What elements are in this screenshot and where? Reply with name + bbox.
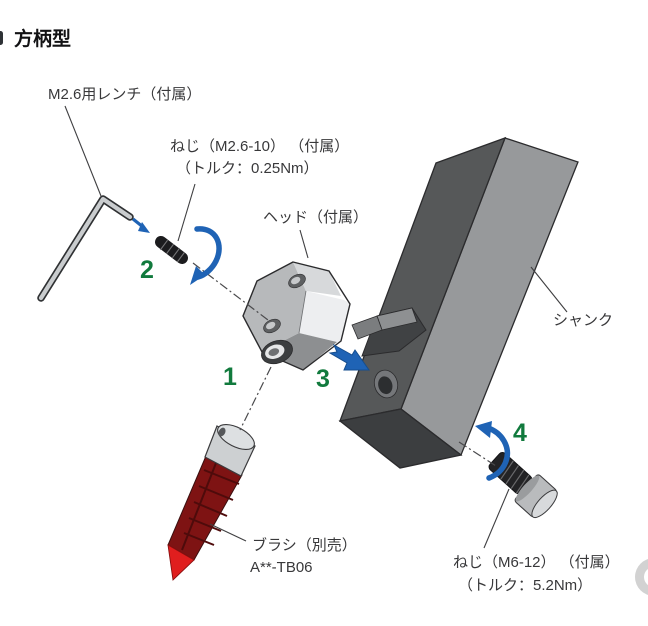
shank-notch [351,307,427,357]
leader-brush [209,523,247,542]
assembly-centerlines [192,262,497,467]
brush-texture [181,462,240,551]
leader-screw-large [483,488,510,549]
step-3-number: 3 [316,365,330,393]
step-1-number: 1 [223,363,237,391]
leader-lines [64,105,568,549]
label-screw-large-name: ねじ（M6-12） （付属） [453,554,620,571]
label-screw-large-torque: （トルク：5.2Nm） [458,577,593,594]
head-bottom-hole [261,339,293,365]
shank-screw-hole [373,369,399,399]
head-body [242,261,351,371]
step-2-number: 2 [140,256,154,284]
label-head: ヘッド（付属） [263,209,369,226]
head-side-hole-upper [288,273,306,289]
step-4-number: 4 [513,419,527,447]
rotation-arrow-step2-icon [190,226,222,285]
leader-shank [530,266,568,313]
rotation-arrow-step4-icon [475,421,511,481]
set-screw-threads [159,239,186,263]
leader-screw-small [177,183,196,242]
leader-wrench [64,105,102,197]
centerline-head-to-brush [239,366,272,431]
insert-arrow-step3-icon [328,343,370,371]
brush-body [167,424,256,581]
label-wrench: M2.6用レンチ（付属） [48,86,202,103]
page-edge-artifact-right [635,558,648,596]
shank-body [338,136,579,469]
label-screw-small-name: ねじ（M2.6-10） （付属） [170,138,350,155]
label-brush-name: ブラシ（別売） [252,537,357,554]
page-title: 方柄型 [14,29,72,50]
label-shank: シャンク [553,312,614,329]
head-side-hole-lower [263,318,281,334]
wrench-direction-arrow-icon [132,217,150,233]
page-edge-artifact-left [0,31,3,45]
hex-wrench [37,195,134,302]
label-brush-model: A**-TB06 [250,559,313,576]
label-screw-small-torque: （トルク：0.25Nm） [176,160,319,177]
centerline-screw2-to-head [192,262,269,321]
cap-screw-m6 [488,451,558,519]
set-screw-m26 [155,236,188,264]
centerline-shank-to-screw4 [458,441,497,467]
brush-tip [167,544,195,581]
leader-head [299,229,309,259]
